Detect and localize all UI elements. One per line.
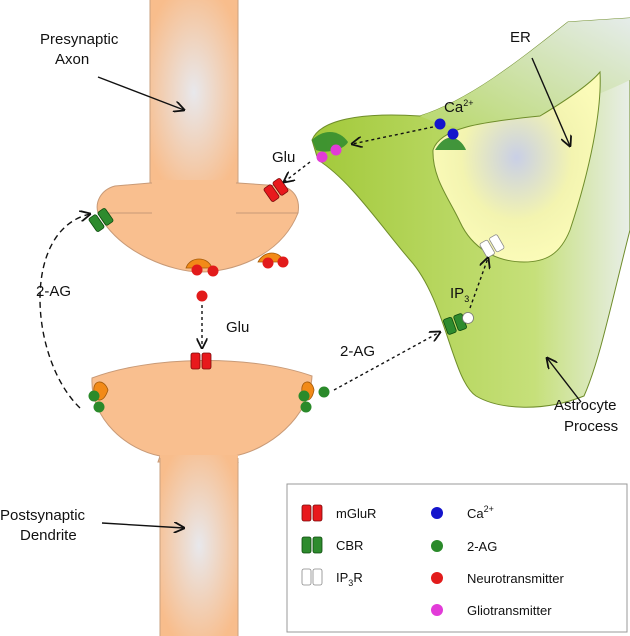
ip3-label: IP3 — [450, 285, 469, 304]
legend-mglur-label: mGluR — [336, 506, 376, 521]
two-ag-dot — [93, 401, 105, 413]
glu-label-top: Glu — [272, 149, 295, 166]
legend-2ag-dot — [431, 540, 443, 552]
ca-dot — [434, 118, 446, 130]
legend-box — [286, 483, 628, 633]
presynaptic-axon — [96, 0, 299, 273]
arrow-presynaptic-label — [97, 76, 184, 110]
arrow-2ag-retrograde — [39, 214, 90, 409]
arrow-astro-label — [547, 358, 582, 403]
legend-neurotransmitter-dot — [431, 572, 443, 584]
legend-ca-dot — [431, 507, 443, 519]
legend-mglur-icon — [301, 504, 323, 522]
postsynaptic-head — [91, 360, 313, 463]
astrocyte-process — [311, 17, 630, 408]
legend-ca-label: Ca2+ — [467, 504, 494, 521]
ca-label: Ca2+ — [444, 98, 473, 116]
legend-gliotransmitter-dot — [431, 604, 443, 616]
astro-label-line1: Astrocyte — [554, 397, 617, 414]
legend-2ag-label: 2-AG — [467, 539, 497, 554]
legend-ip3r-label: IP3R — [336, 570, 363, 588]
arrow-ca-to-release — [352, 126, 434, 144]
astro-label-line2: Process — [564, 418, 618, 435]
two-ag-label-mid: 2-AG — [340, 343, 375, 360]
legend-cbr-label: CBR — [336, 538, 363, 553]
postsynaptic-dendrite — [91, 360, 313, 636]
presynaptic-label-line1: Presynaptic — [40, 31, 119, 48]
gliotransmitter-dot — [316, 151, 328, 163]
mglur-receptor-presynaptic — [263, 178, 289, 202]
ip3r-receptor — [479, 234, 505, 258]
legend-ip3r-icon — [301, 568, 323, 586]
legend: mGluR CBR IP3R Ca2+ 2-AG Neurotransmitte… — [286, 483, 628, 633]
legend-cbr-icon — [301, 536, 323, 554]
glu-label-mid: Glu — [226, 319, 249, 336]
arrow-2ag-to-astro — [333, 332, 440, 391]
neurotransmitter-dot — [196, 290, 208, 302]
legend-neurotransmitter-label: Neurotransmitter — [467, 571, 564, 586]
gliotransmitter-dot — [330, 144, 342, 156]
ip3-dot — [462, 312, 474, 324]
neurotransmitter-dot — [191, 264, 203, 276]
cbr-receptor-presynaptic — [88, 208, 114, 232]
postsynaptic-label-line1: Postsynaptic — [0, 507, 86, 524]
arrow-er-label — [531, 57, 570, 146]
two-ag-dot — [298, 390, 310, 402]
arrow-ip3-to-er — [469, 258, 488, 309]
two-ag-dot — [300, 401, 312, 413]
arrow-postsynaptic-label — [101, 523, 184, 528]
two-ag-dot — [88, 390, 100, 402]
neurotransmitter-dot — [207, 265, 219, 277]
postsynaptic-label-line2: Dendrite — [20, 527, 77, 544]
presynaptic-label-line2: Axon — [55, 51, 89, 68]
mglur-receptor-postsynaptic — [190, 352, 212, 370]
two-ag-label-left: 2-AG — [36, 283, 71, 300]
neurotransmitter-dot — [262, 257, 274, 269]
two-ag-dot — [318, 386, 330, 398]
neurotransmitter-dot — [277, 256, 289, 268]
ca-dot — [447, 128, 459, 140]
legend-gliotransmitter-label: Gliotransmitter — [467, 603, 552, 618]
er-label: ER — [510, 29, 531, 46]
